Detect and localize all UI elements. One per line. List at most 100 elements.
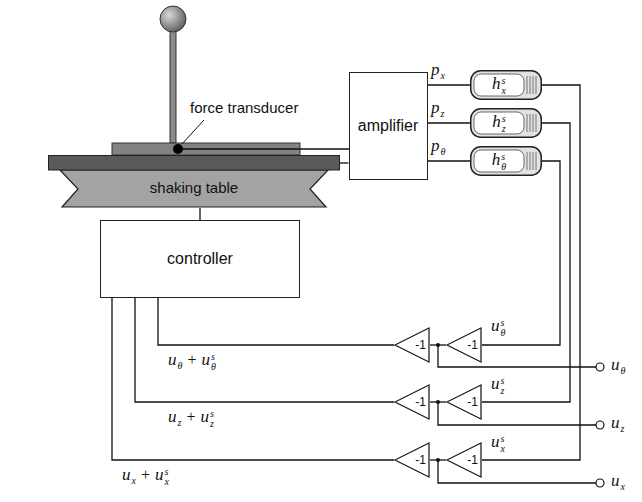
signal-wire: [428, 84, 471, 85]
operator-sign: +: [181, 408, 200, 425]
superscript: s: [502, 76, 506, 86]
signal-symbol: u: [168, 350, 177, 369]
signal-symbol: u: [122, 465, 131, 484]
hatch-line: [533, 152, 534, 170]
signal-wire: [428, 160, 471, 161]
filter-block: hsθ: [470, 146, 542, 176]
subscript: z: [501, 386, 505, 396]
filter-case: [471, 71, 542, 100]
gain-label: -1: [415, 396, 426, 409]
superscript: s: [501, 434, 505, 444]
node-text: hsx: [492, 75, 506, 96]
node-text: -1: [467, 339, 478, 352]
signal-label: usx: [491, 433, 505, 454]
filter-case: [471, 147, 542, 176]
filter-case: [471, 109, 542, 138]
signal-label: ux+usx: [122, 466, 169, 489]
transfer-function-symbol: h: [492, 112, 501, 131]
signal-symbol: u: [200, 407, 209, 426]
node-text: -1: [415, 339, 426, 352]
signal-label: uθ+usθ: [168, 351, 216, 374]
filter-block: hsx: [470, 70, 542, 100]
subscript: x: [502, 86, 506, 96]
node-text: amplifier: [358, 117, 418, 135]
signal-wire: [340, 162, 349, 163]
pendulum-mass: [160, 6, 186, 32]
gain-label: -1: [467, 454, 478, 467]
signal-symbol: u: [611, 355, 620, 374]
subscript: x: [441, 70, 445, 81]
subscript: x: [164, 477, 168, 487]
node-text: shaking table: [150, 179, 238, 197]
signal-wire: [482, 85, 580, 460]
inverter-gain: -1: [394, 384, 430, 420]
triangle-shape: [447, 385, 481, 419]
subscript: x: [501, 444, 505, 454]
input-terminal: [596, 479, 604, 487]
node-text: hsθ: [492, 151, 506, 172]
filter-outline: [470, 108, 542, 138]
node-text: -1: [415, 396, 426, 409]
signal-symbol: u: [155, 465, 164, 484]
subscript: z: [441, 108, 445, 119]
gain-label: -1: [415, 339, 426, 352]
subscript: θ: [441, 146, 446, 157]
hatch-line: [527, 76, 528, 94]
table-body: [60, 170, 328, 207]
superscript: s: [502, 114, 506, 124]
index-stack: sθ: [501, 318, 506, 338]
hatch-line: [536, 114, 537, 132]
filter-outline: [470, 70, 542, 100]
signal-symbol: u: [611, 413, 620, 432]
subscript: θ: [211, 362, 216, 372]
index-stack: sθ: [501, 152, 506, 172]
triangle-shape: [447, 328, 481, 362]
index-stack: sθ: [211, 352, 216, 372]
gain-label: -1: [467, 396, 478, 409]
signal-label: ux: [611, 472, 625, 495]
shaking-table: shaking table: [48, 155, 340, 208]
signal-label: pz: [431, 99, 444, 122]
signal-label: uθ: [611, 356, 625, 379]
subscript: z: [178, 417, 182, 428]
gain-label: -1: [467, 339, 478, 352]
signal-wire: [430, 459, 446, 460]
index-stack: sz: [210, 409, 214, 429]
node-text: -1: [467, 454, 478, 467]
hatch-line: [536, 152, 537, 170]
input-terminal: [596, 421, 604, 429]
signal-wire: [135, 298, 394, 402]
signal-label: uz+usz: [168, 408, 214, 431]
subscript: z: [502, 124, 506, 134]
hatch-line: [530, 152, 531, 170]
index-stack: sx: [164, 467, 168, 487]
signal-symbol: p: [431, 98, 440, 117]
filter-block: hsz: [470, 108, 542, 138]
inverter-gain: -1: [446, 327, 482, 363]
input-terminal: [596, 363, 604, 371]
signal-label: uz: [611, 414, 624, 437]
superscript: s: [501, 376, 505, 386]
node-text: -1: [467, 396, 478, 409]
signal-label: usθ: [491, 317, 505, 338]
signal-wire: [112, 298, 394, 460]
controller-box: controller: [100, 220, 300, 298]
operator-sign: +: [182, 351, 201, 368]
signal-symbol: u: [491, 432, 500, 451]
callout-label-group: force transducer: [190, 99, 298, 116]
inverter-gain: -1: [446, 384, 482, 420]
triangle-shape: [395, 328, 429, 362]
operator-sign: +: [136, 466, 155, 483]
gain-label: -1: [415, 454, 426, 467]
hatch-line: [533, 114, 534, 132]
superscript: s: [501, 152, 506, 162]
node-text: -1: [415, 454, 426, 467]
subscript: z: [210, 419, 214, 429]
subscript: x: [132, 475, 136, 486]
superscript: s: [164, 467, 168, 477]
inverter-gain: -1: [394, 442, 430, 478]
subscript: θ: [178, 360, 183, 371]
node-text: hsz: [492, 113, 505, 134]
